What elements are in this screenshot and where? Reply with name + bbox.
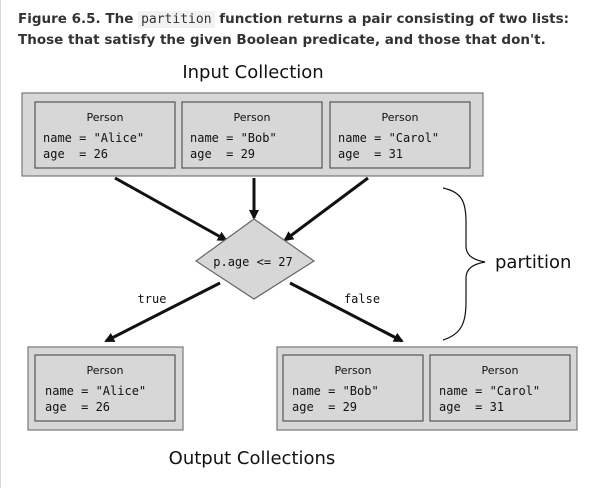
- person-type-label: Person: [87, 364, 124, 377]
- person-age-field: age = 29: [292, 400, 357, 414]
- arrow-false-branch: [289, 281, 404, 343]
- person-card: [181, 101, 323, 169]
- output-collections-heading: Output Collections: [169, 448, 336, 469]
- person-card: [34, 101, 176, 169]
- person-card: [34, 354, 176, 422]
- person-age-field: age = 26: [45, 400, 110, 414]
- input-person-bob: Person name = "Bob" age = 29: [181, 101, 323, 169]
- person-type-label: Person: [382, 111, 419, 124]
- figure-caption: Figure 6.5. The partition function retur…: [18, 9, 578, 51]
- person-type-label: Person: [234, 111, 271, 124]
- caption-code-word: partition: [138, 11, 215, 28]
- caption-text-after: function returns a pair consisting of tw…: [18, 11, 570, 48]
- input-person-alice: Person name = "Alice" age = 26: [34, 101, 176, 169]
- partition-brace-label: partition: [495, 252, 571, 273]
- person-type-label: Person: [335, 364, 372, 377]
- output-person-alice: Person name = "Alice" age = 26: [34, 354, 176, 422]
- person-age-field: age = 31: [338, 147, 403, 161]
- person-name-field: name = "Carol": [439, 384, 540, 398]
- person-card: [282, 354, 424, 422]
- person-card: [329, 101, 471, 169]
- figure-label: Figure 6.5.: [18, 11, 101, 27]
- person-name-field: name = "Alice": [43, 131, 144, 145]
- output-person-bob: Person name = "Bob" age = 29: [282, 354, 424, 422]
- person-name-field: name = "Bob": [292, 384, 379, 398]
- person-age-field: age = 29: [190, 147, 255, 161]
- person-name-field: name = "Alice": [45, 384, 146, 398]
- person-card: [429, 354, 571, 422]
- predicate-diamond: [194, 218, 316, 300]
- arrow-true-branch: [104, 281, 221, 343]
- page-left-border: [0, 0, 1, 488]
- arrow-alice-to-predicate: [114, 176, 228, 242]
- person-age-field: age = 31: [439, 400, 504, 414]
- input-person-carol: Person name = "Carol" age = 31: [329, 101, 471, 169]
- person-type-label: Person: [482, 364, 519, 377]
- input-collection-heading: Input Collection: [182, 62, 323, 83]
- false-branch-label: false: [344, 292, 380, 306]
- arrow-carol-to-predicate: [283, 176, 369, 242]
- person-name-field: name = "Carol": [338, 131, 439, 145]
- caption-text-before: The: [105, 11, 134, 27]
- person-age-field: age = 26: [43, 147, 108, 161]
- person-name-field: name = "Bob": [190, 131, 277, 145]
- partition-brace: [442, 187, 486, 341]
- person-type-label: Person: [87, 111, 124, 124]
- output-person-carol: Person name = "Carol" age = 31: [429, 354, 571, 422]
- predicate-text: p.age <= 27: [213, 255, 292, 269]
- true-branch-label: true: [138, 292, 167, 306]
